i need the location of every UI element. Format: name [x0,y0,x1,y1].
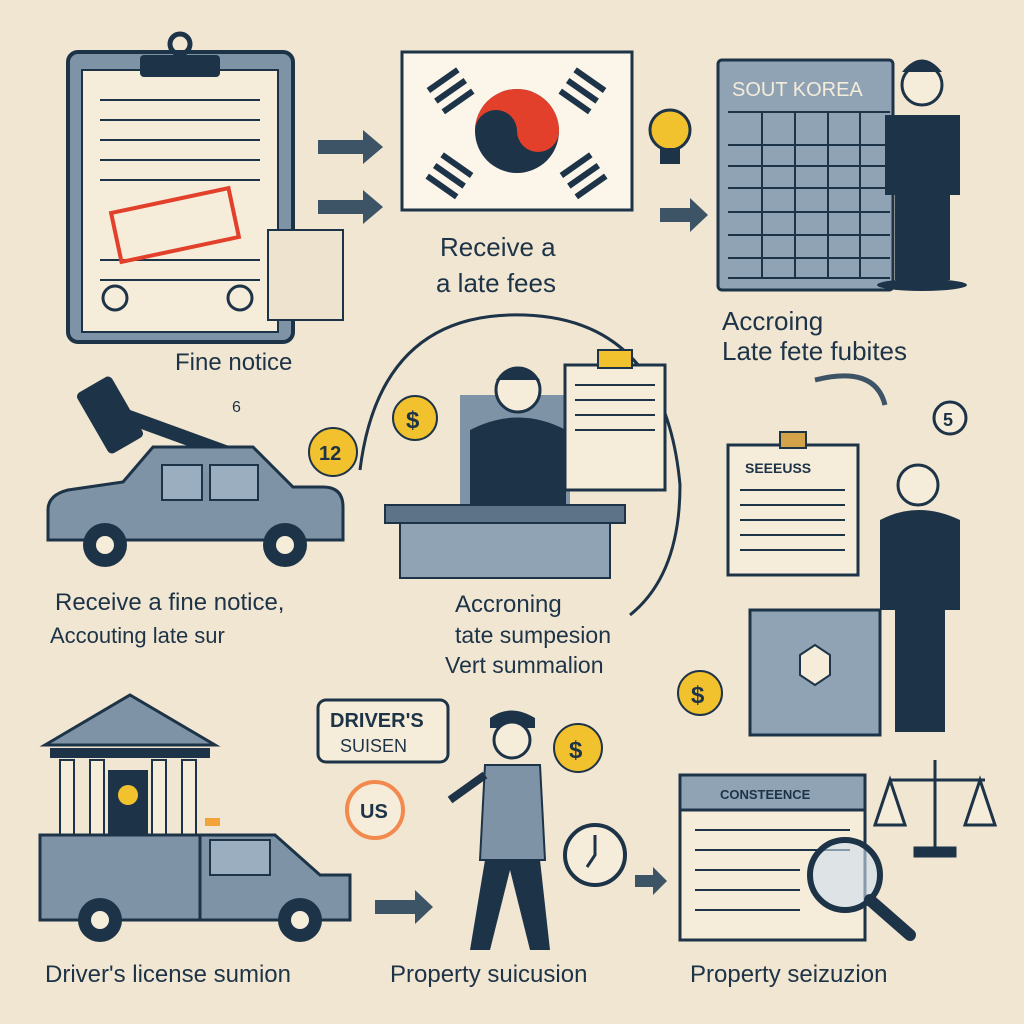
small-coin-label: 5 [943,410,953,430]
small-number: 6 [232,399,241,416]
flag-caption-1: Receive a [440,232,556,262]
drivers-sign [316,698,450,764]
car-icon [46,445,345,567]
truck-caption: Driver's license sumion [45,961,291,988]
coin-icon-2 [553,723,603,773]
police-officer-figure [447,710,550,950]
lightbulb-icon [648,108,692,164]
dollar-coin-icon [677,670,723,716]
sign-line-2: SUISEN [340,736,407,756]
clock-icon [563,823,627,887]
calendar-header: SOUT KOREA [732,79,863,101]
seizure-document-header: CONSTEENCE [720,787,811,802]
truck-icon [38,818,352,942]
cycle-arc [358,313,682,617]
sign-document-header: SEEEUSS [745,460,811,476]
calendar-caption-2: Late fete fubites [722,336,907,366]
seizure-caption: Property seizuzion [690,961,887,988]
calendar-table [716,58,895,292]
businessman-figure [877,59,967,291]
magnifying-glass-icon [807,837,916,941]
us-badge-label: US [360,801,388,823]
sign-document [726,431,860,577]
flag-caption-2: a late fees [436,268,556,298]
small-coin-icon [932,400,968,436]
stamp-icon [108,185,242,265]
document-clipboard [563,349,667,492]
korea-flag [400,50,634,212]
us-badge [345,780,405,840]
bank-building-icon [39,693,221,836]
calendar-caption-1: Accroing [722,306,823,336]
dollar-coin-symbol: $ [691,682,705,709]
official-caption-3: Vert summalion [445,652,604,678]
coin-icon [392,395,438,441]
car-caption-2: Accouting late sur [50,623,225,648]
car-caption-1: Receive a fine notice, [55,589,284,616]
clock-number: 12 [319,443,341,465]
scales-of-justice-icon [872,760,998,858]
coin-symbol-2: $ [569,737,583,764]
official-caption-1: Accroning [455,591,562,618]
officer-caption: Property suicusion [390,961,587,988]
coin-symbol: $ [406,407,420,434]
clipboard-fine-notice [66,31,344,344]
curved-arrow-icon [814,373,888,406]
podium-man [748,463,960,737]
fine-notice-caption: Fine notice [175,349,292,376]
official-caption-2: tate sumpesion [455,622,611,648]
official-figure [384,366,626,579]
arrow-icons [318,130,708,924]
sign-line-1: DRIVER'S [330,710,424,732]
clock-badge [308,427,358,477]
